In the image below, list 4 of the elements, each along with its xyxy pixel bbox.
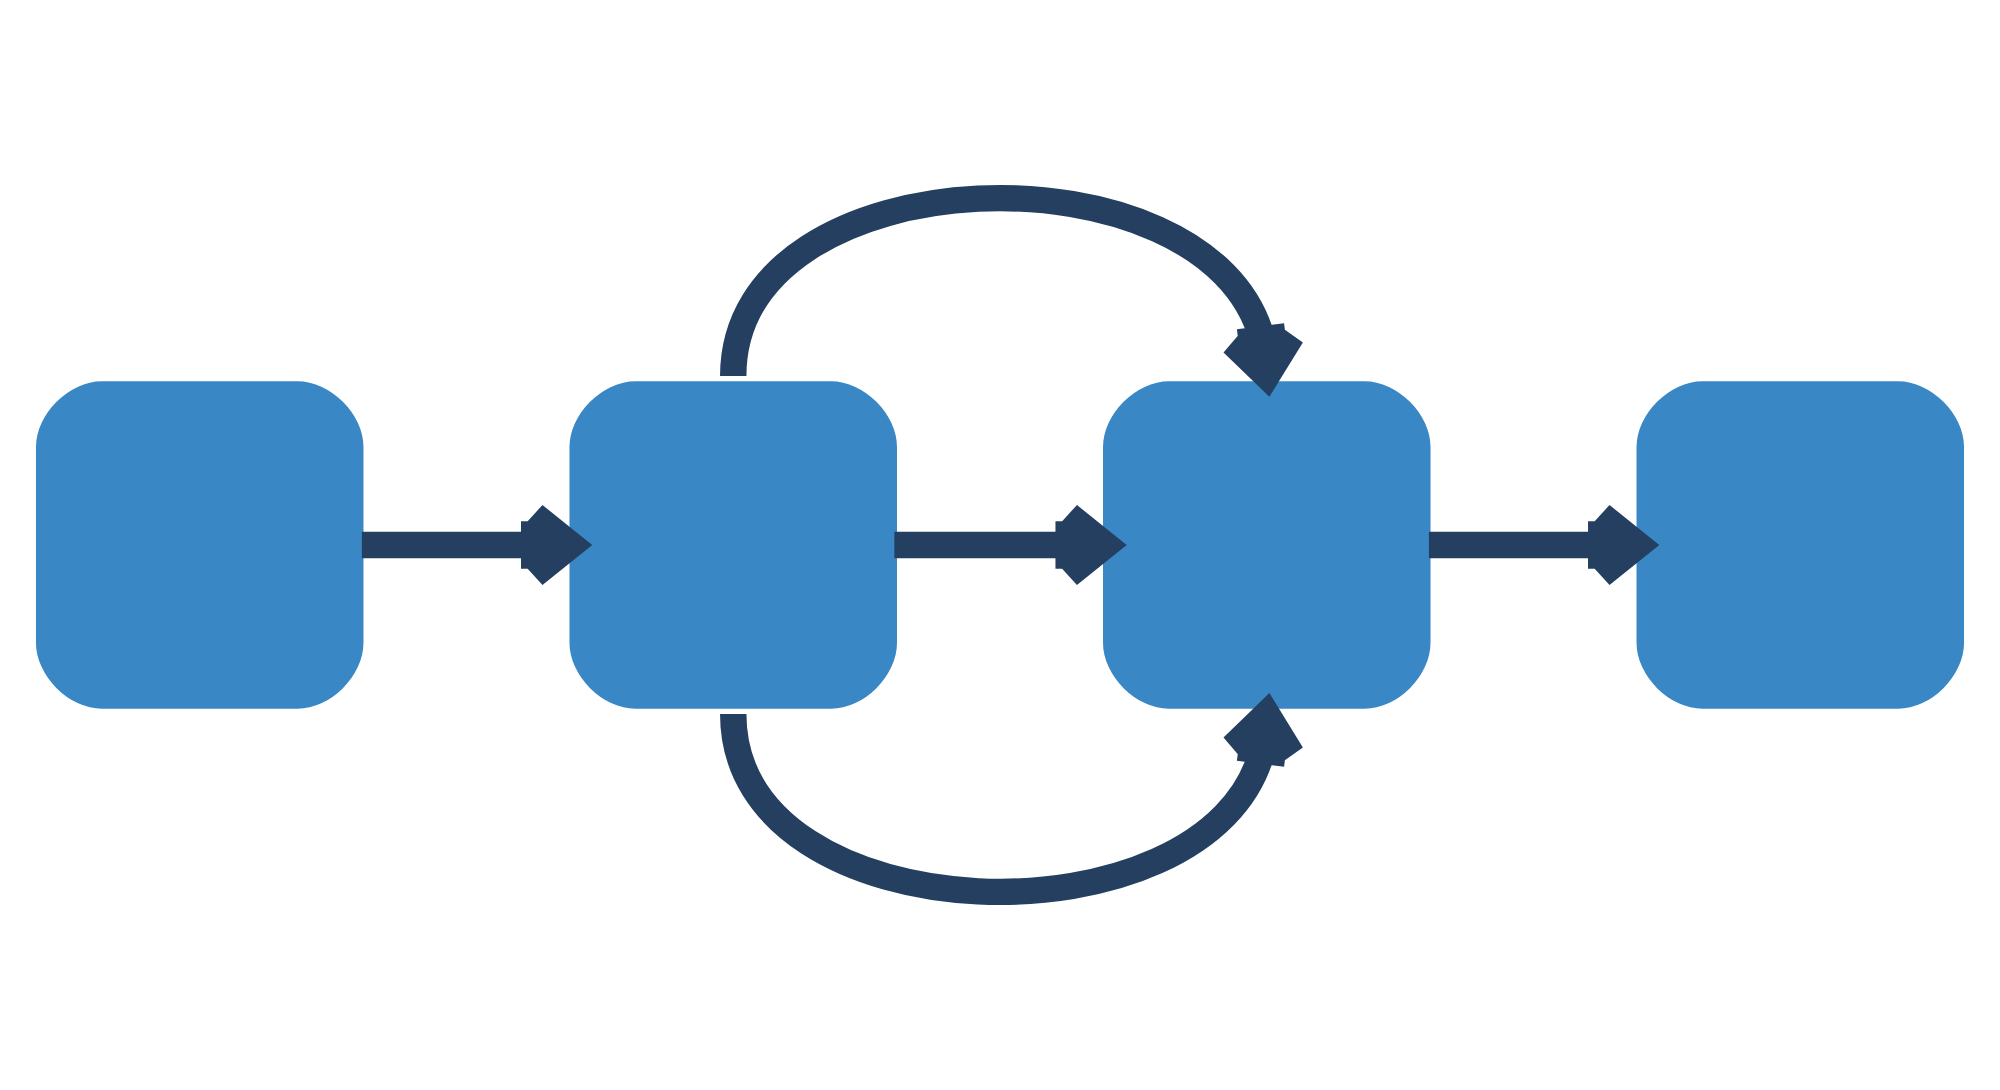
- node-box: [1636, 381, 1965, 709]
- node-box: [1103, 381, 1431, 709]
- node-box: [569, 381, 897, 709]
- node-box: [35, 381, 364, 709]
